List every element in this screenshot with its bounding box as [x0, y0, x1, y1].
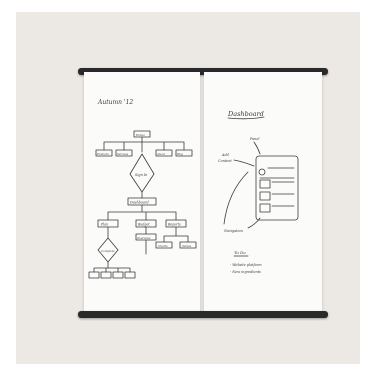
home-label: Home	[135, 133, 145, 137]
dashboard-label: Dashboard	[129, 201, 150, 205]
label-content: Content	[218, 159, 232, 163]
sub-box-4	[175, 149, 193, 157]
left-heading: Autumn '12	[97, 99, 133, 106]
charts-label: Charts	[158, 244, 168, 248]
sub-label-3: About	[156, 152, 166, 156]
right-whiteboard: Dashboard Panel Add Content Navigation T…	[204, 72, 322, 314]
sub-label-4: Blog	[176, 152, 183, 156]
complete-label: Complete	[101, 249, 115, 253]
bottom-box-1	[88, 271, 100, 279]
overview-label: Overview	[137, 236, 151, 240]
bottom-box-2	[100, 271, 112, 279]
label-add: Add	[221, 153, 230, 157]
navigation-arrow	[223, 171, 249, 225]
dashboard-connectors	[107, 204, 177, 221]
charts-box	[155, 241, 173, 249]
todo-item-2: - New ingredients	[230, 270, 261, 274]
todo-item-1: - Website platform	[230, 263, 262, 267]
top-connectors	[103, 136, 185, 153]
sub-box-2	[115, 149, 133, 157]
label-navigation: Navigation	[223, 229, 243, 233]
tables-label: Tables	[182, 244, 192, 248]
budget-label: Budget	[137, 223, 150, 227]
bottom-box-4	[124, 271, 136, 279]
wireframe-sketch: Dashboard Panel Add Content Navigation T…	[218, 110, 299, 274]
reports-connectors	[163, 226, 189, 243]
left-whiteboard: Autumn '12 Home Products Services About …	[84, 72, 200, 314]
sub-label-1: Products	[96, 152, 109, 156]
todo-title: To Do	[234, 250, 246, 255]
tablet-frame	[255, 155, 299, 221]
label-panel: Panel	[249, 137, 259, 141]
navigation-arrow-2	[247, 217, 261, 229]
reports-label: Reports	[167, 223, 181, 227]
panel-arrow	[253, 141, 261, 155]
tablet-content-lines	[259, 167, 295, 213]
tables-box	[179, 241, 197, 249]
right-heading: Dashboard	[227, 110, 264, 118]
flowchart-sketch: Autumn '12 Home Products Services About …	[88, 99, 197, 279]
top-rail	[78, 68, 328, 75]
bottom-box-3	[112, 271, 124, 279]
sub-box-3	[155, 149, 173, 157]
heading-underline	[227, 116, 265, 120]
avatar-circle	[258, 168, 266, 176]
plan-label: Plan	[100, 223, 108, 227]
content-arrow	[233, 159, 255, 167]
sub-box-1	[95, 149, 113, 157]
bottom-connectors	[93, 261, 131, 273]
bottom-rail	[78, 311, 328, 318]
decision-label: Sign In	[135, 173, 147, 177]
sub-label-2: Services	[117, 152, 129, 156]
